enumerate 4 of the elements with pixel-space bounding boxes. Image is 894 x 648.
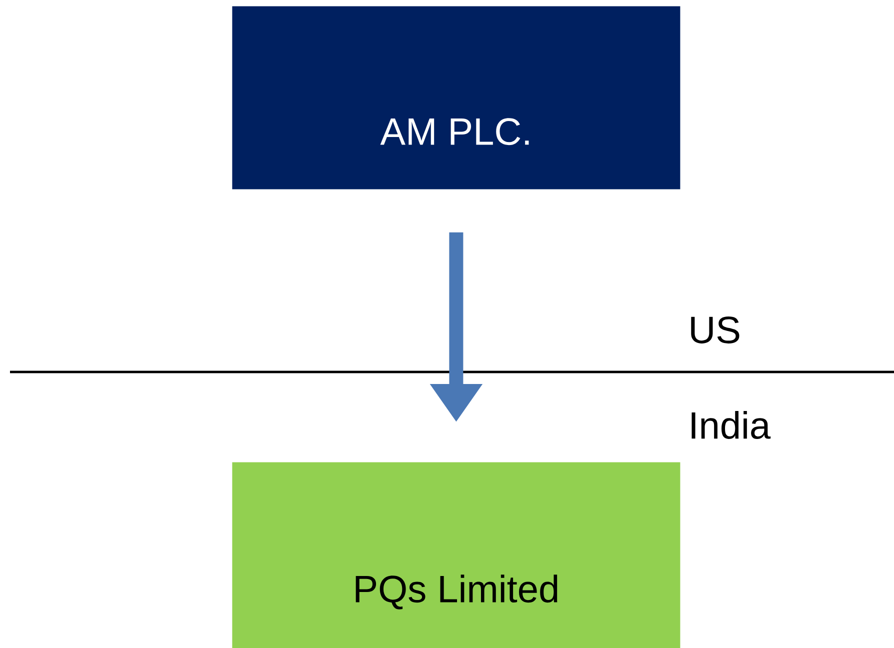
company-box: AM PLC.: [232, 6, 680, 190]
region-label: India: [692, 411, 771, 439]
region-label: US: [691, 316, 740, 344]
company-box: PQs Limited: [232, 462, 680, 648]
